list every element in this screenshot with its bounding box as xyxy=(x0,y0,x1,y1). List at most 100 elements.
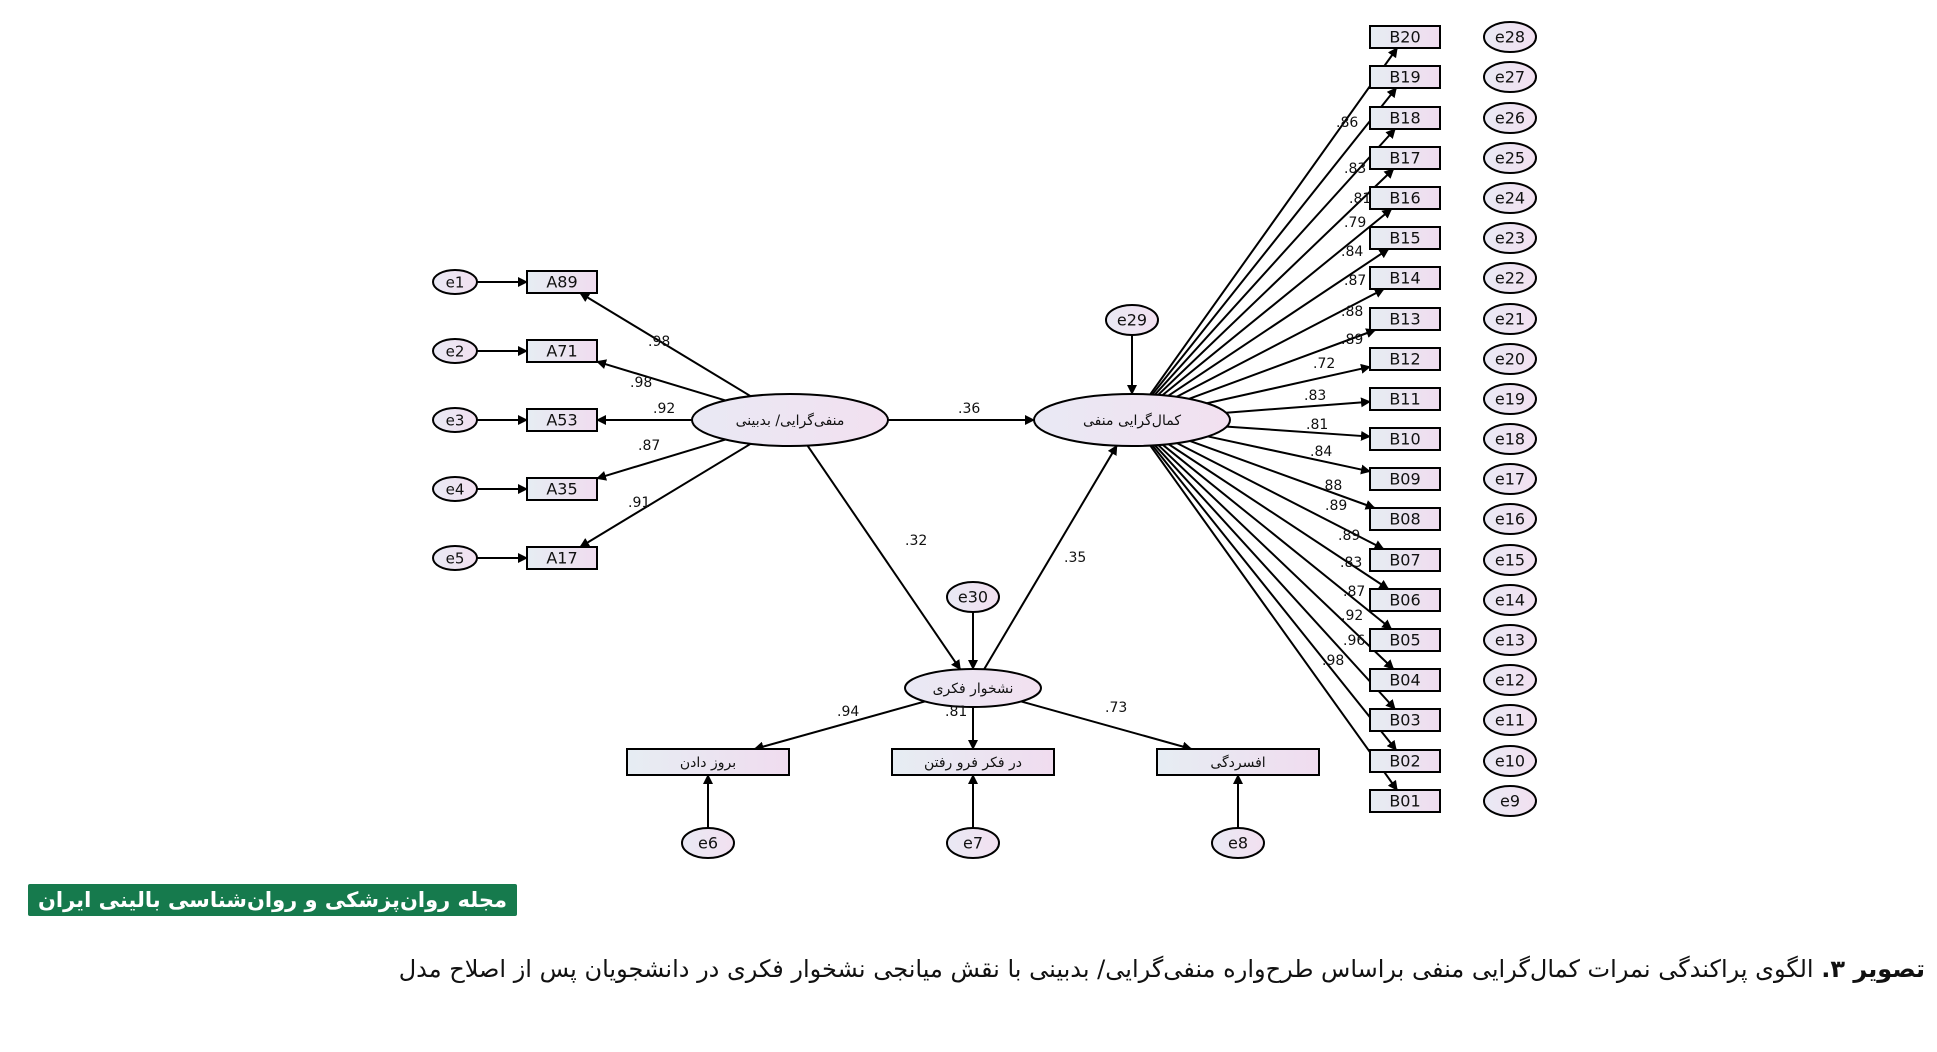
node-e6: e6 xyxy=(681,827,735,859)
node-shape-e15 xyxy=(1483,544,1537,576)
node-shape-B04 xyxy=(1369,668,1441,692)
path-coef-perf-to-B08: .81 xyxy=(1306,417,1328,433)
node-A71: A71 xyxy=(526,339,598,363)
node-label-rum: نشخوار فکری xyxy=(933,681,1014,697)
edge-perf-to-B08 xyxy=(1189,440,1376,510)
edge-neg-to-A17 xyxy=(579,442,752,548)
node-e23: e23 xyxy=(1483,222,1537,254)
node-expr: بروز دادن xyxy=(626,748,790,776)
node-label-B18: B18 xyxy=(1389,109,1420,128)
node-e14: e14 xyxy=(1483,584,1537,616)
path-coef-rum-to-dep: .73 xyxy=(1105,700,1127,716)
node-label-e21: e21 xyxy=(1495,310,1525,329)
node-label-e29: e29 xyxy=(1117,311,1147,330)
node-B15: B15 xyxy=(1369,226,1441,250)
node-B09: B09 xyxy=(1369,467,1441,491)
node-e1: e1 xyxy=(432,269,478,295)
node-e28: e28 xyxy=(1483,21,1537,53)
node-shape-e2 xyxy=(432,338,478,364)
path-coef-neg-to-perf: .36 xyxy=(958,401,980,417)
node-e9: e9 xyxy=(1483,785,1537,817)
path-coef-rum-to-perf: .35 xyxy=(1064,550,1086,566)
node-A89: A89 xyxy=(526,270,598,294)
node-shape-e29 xyxy=(1105,304,1159,336)
node-shape-B02 xyxy=(1369,749,1441,773)
path-coef-perf-to-B04: .89 xyxy=(1338,528,1360,544)
path-coef-perf-to-B06: .88 xyxy=(1320,478,1342,494)
node-e26: e26 xyxy=(1483,102,1537,134)
node-label-e7: e7 xyxy=(963,834,983,853)
node-label-B16: B16 xyxy=(1389,189,1420,208)
path-coef-neg-to-A53: .92 xyxy=(653,401,675,417)
node-label-dep: افسردگی xyxy=(1210,754,1265,771)
node-label-B01: B01 xyxy=(1389,792,1420,811)
node-label-B13: B13 xyxy=(1389,310,1420,329)
path-coef-perf-to-B09: .83 xyxy=(1304,388,1326,404)
path-coef-perf-to-B05: .89 xyxy=(1325,498,1347,514)
node-shape-dep xyxy=(1156,748,1320,776)
path-coef-perf-to-B10: .72 xyxy=(1313,356,1335,372)
node-shape-e3 xyxy=(432,407,478,433)
path-coef-perf-to-B12: .88 xyxy=(1341,304,1363,320)
node-shape-e25 xyxy=(1483,142,1537,174)
node-shape-e18 xyxy=(1483,423,1537,455)
node-B05: B05 xyxy=(1369,628,1441,652)
node-shape-B11 xyxy=(1369,387,1441,411)
node-shape-e16 xyxy=(1483,503,1537,535)
node-e19: e19 xyxy=(1483,383,1537,415)
path-coefficients-layer: .98.98.92.87.91.36.32.35.94.81.73.86.83.… xyxy=(628,115,1371,720)
path-coef-perf-to-B13: .87 xyxy=(1344,273,1366,289)
node-label-e19: e19 xyxy=(1495,390,1525,409)
node-deep: در فکر فرو رفتن xyxy=(891,748,1055,776)
node-label-e5: e5 xyxy=(446,550,465,568)
path-coef-perf-to-B14: .84 xyxy=(1341,244,1363,260)
node-label-expr: بروز دادن xyxy=(680,755,736,771)
node-shape-A89 xyxy=(526,270,598,294)
node-label-e10: e10 xyxy=(1495,752,1525,771)
node-label-e9: e9 xyxy=(1500,792,1520,811)
node-shape-e9 xyxy=(1483,785,1537,817)
node-shape-e4 xyxy=(432,476,478,502)
node-A53: A53 xyxy=(526,408,598,432)
path-coef-extra-1: .96 xyxy=(1343,633,1365,649)
node-B10: B10 xyxy=(1369,427,1441,451)
node-B13: B13 xyxy=(1369,307,1441,331)
node-e12: e12 xyxy=(1483,664,1537,696)
node-shape-B14 xyxy=(1369,266,1441,290)
edge-perf-to-B02 xyxy=(1151,444,1397,751)
node-shape-B18 xyxy=(1369,106,1441,130)
node-shape-e27 xyxy=(1483,61,1537,93)
node-B04: B04 xyxy=(1369,668,1441,692)
node-label-B17: B17 xyxy=(1389,149,1420,168)
edge-perf-to-B11 xyxy=(1226,397,1371,414)
node-B08: B08 xyxy=(1369,507,1441,531)
node-shape-A17 xyxy=(526,546,598,570)
node-e21: e21 xyxy=(1483,303,1537,335)
node-label-e17: e17 xyxy=(1495,470,1525,489)
node-label-e12: e12 xyxy=(1495,671,1525,690)
node-B12: B12 xyxy=(1369,347,1441,371)
path-coef-perf-to-B16: .81 xyxy=(1349,191,1371,207)
node-shape-e8 xyxy=(1211,827,1265,859)
node-e24: e24 xyxy=(1483,182,1537,214)
node-B06: B06 xyxy=(1369,588,1441,612)
node-B02: B02 xyxy=(1369,749,1441,773)
node-label-deep: در فکر فرو رفتن xyxy=(924,755,1022,771)
node-label-e14: e14 xyxy=(1495,591,1525,610)
edge-perf-to-B13 xyxy=(1188,328,1377,400)
node-B17: B17 xyxy=(1369,146,1441,170)
path-coef-neg-to-A17: .91 xyxy=(628,495,650,511)
path-coef-perf-to-B07: .84 xyxy=(1310,444,1332,460)
node-shape-A35 xyxy=(526,477,598,501)
node-B20: B20 xyxy=(1369,25,1441,49)
node-dep: افسردگی xyxy=(1156,748,1320,776)
node-B03: B03 xyxy=(1369,708,1441,732)
caption-text: الگوی پراکندگی نمرات کمال‌گرایی منفی برا… xyxy=(398,955,1822,983)
node-shape-e24 xyxy=(1483,182,1537,214)
node-shape-e26 xyxy=(1483,102,1537,134)
node-shape-e11 xyxy=(1483,704,1537,736)
node-shape-e1 xyxy=(432,269,478,295)
node-label-B08: B08 xyxy=(1389,510,1420,529)
node-shape-e14 xyxy=(1483,584,1537,616)
